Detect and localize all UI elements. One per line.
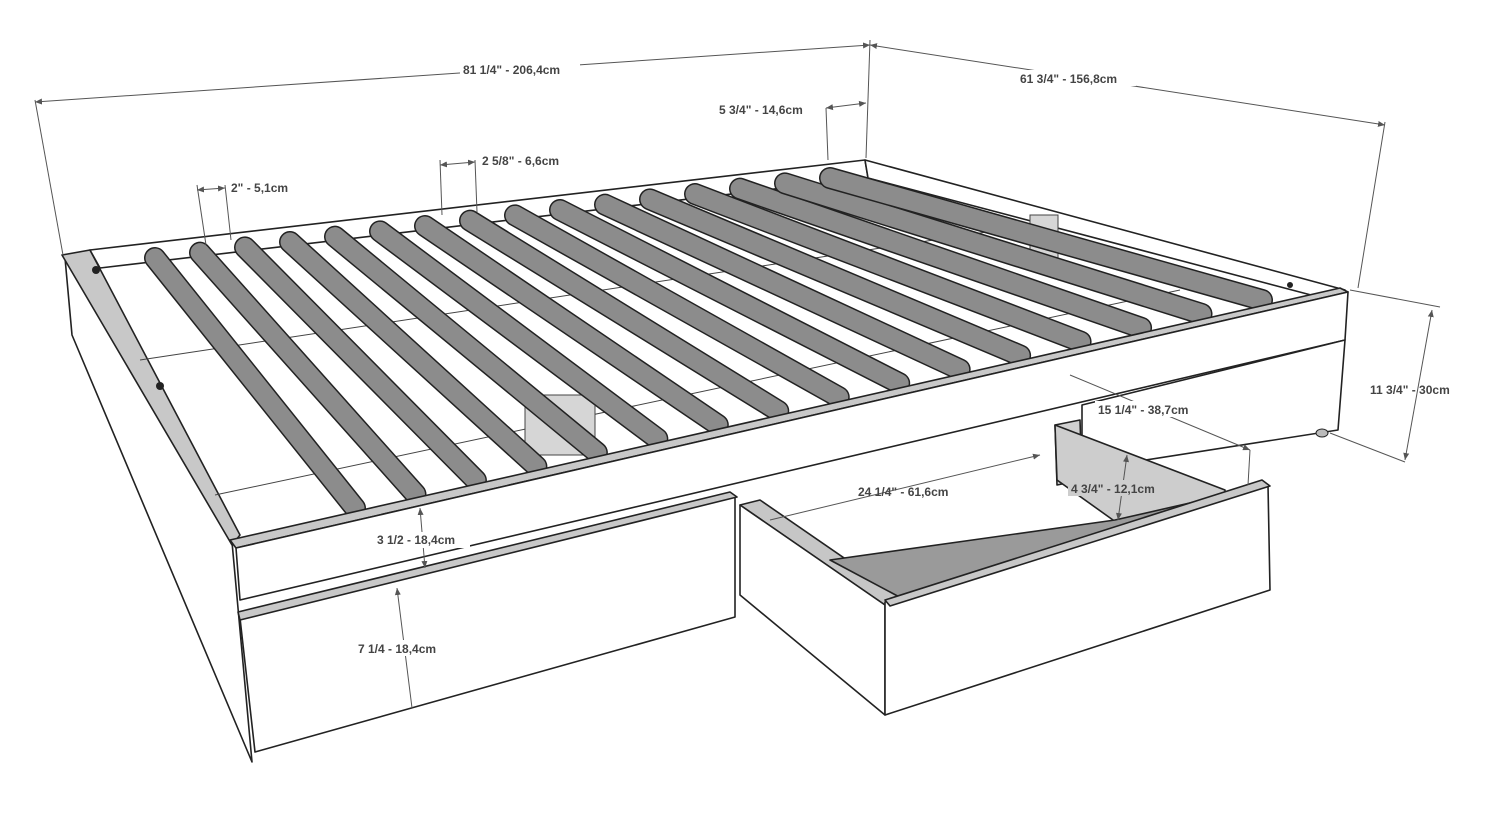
slat-end-gap-label: 5 3/4" - 14,6cm — [719, 103, 803, 117]
drawer-depth-label: 15 1/4" - 38,7cm — [1098, 403, 1188, 417]
slat-spacing-label: 2 5/8" - 6,6cm — [482, 154, 559, 168]
slat — [640, 189, 1030, 365]
slat — [325, 227, 607, 463]
slat — [235, 237, 486, 490]
slat-width-label: 2" - 5,1cm — [231, 181, 288, 195]
bolt-hole — [1287, 282, 1293, 288]
slat — [595, 195, 970, 379]
drawer-inner-height-label: 4 3/4" - 12,1cm — [1071, 482, 1155, 496]
overall-length-label: 81 1/4" - 206,4cm — [463, 63, 560, 77]
slat — [280, 232, 546, 476]
caster — [1315, 428, 1329, 438]
open-drawer-front[interactable] — [884, 484, 1271, 716]
bolt-hole — [92, 266, 100, 274]
slat — [415, 216, 728, 435]
bolt-hole — [156, 382, 164, 390]
drawer-front-height-label: 7 1/4 - 18,4cm — [358, 642, 436, 656]
slat — [145, 248, 365, 518]
slat — [460, 211, 788, 421]
drawer-width-label: 24 1/4" - 61,6cm — [858, 485, 948, 499]
rail-height-label: 3 1/2 - 18,4cm — [377, 533, 455, 547]
slat — [775, 173, 1212, 324]
slat — [190, 243, 425, 504]
slat — [505, 205, 849, 407]
overall-height-label: 11 3/4" - 30cm — [1370, 383, 1450, 397]
open-drawer-front-top — [884, 479, 1271, 607]
slat — [820, 168, 1272, 310]
left-drawer-top-edge — [237, 491, 738, 621]
slat — [370, 221, 667, 449]
slat — [550, 200, 909, 393]
slat — [685, 184, 1091, 352]
slats — [144, 167, 1273, 519]
left-side-top-edge — [61, 249, 241, 546]
overall-width-label: 61 3/4" - 156,8cm — [1020, 72, 1117, 86]
slat — [730, 179, 1151, 338]
